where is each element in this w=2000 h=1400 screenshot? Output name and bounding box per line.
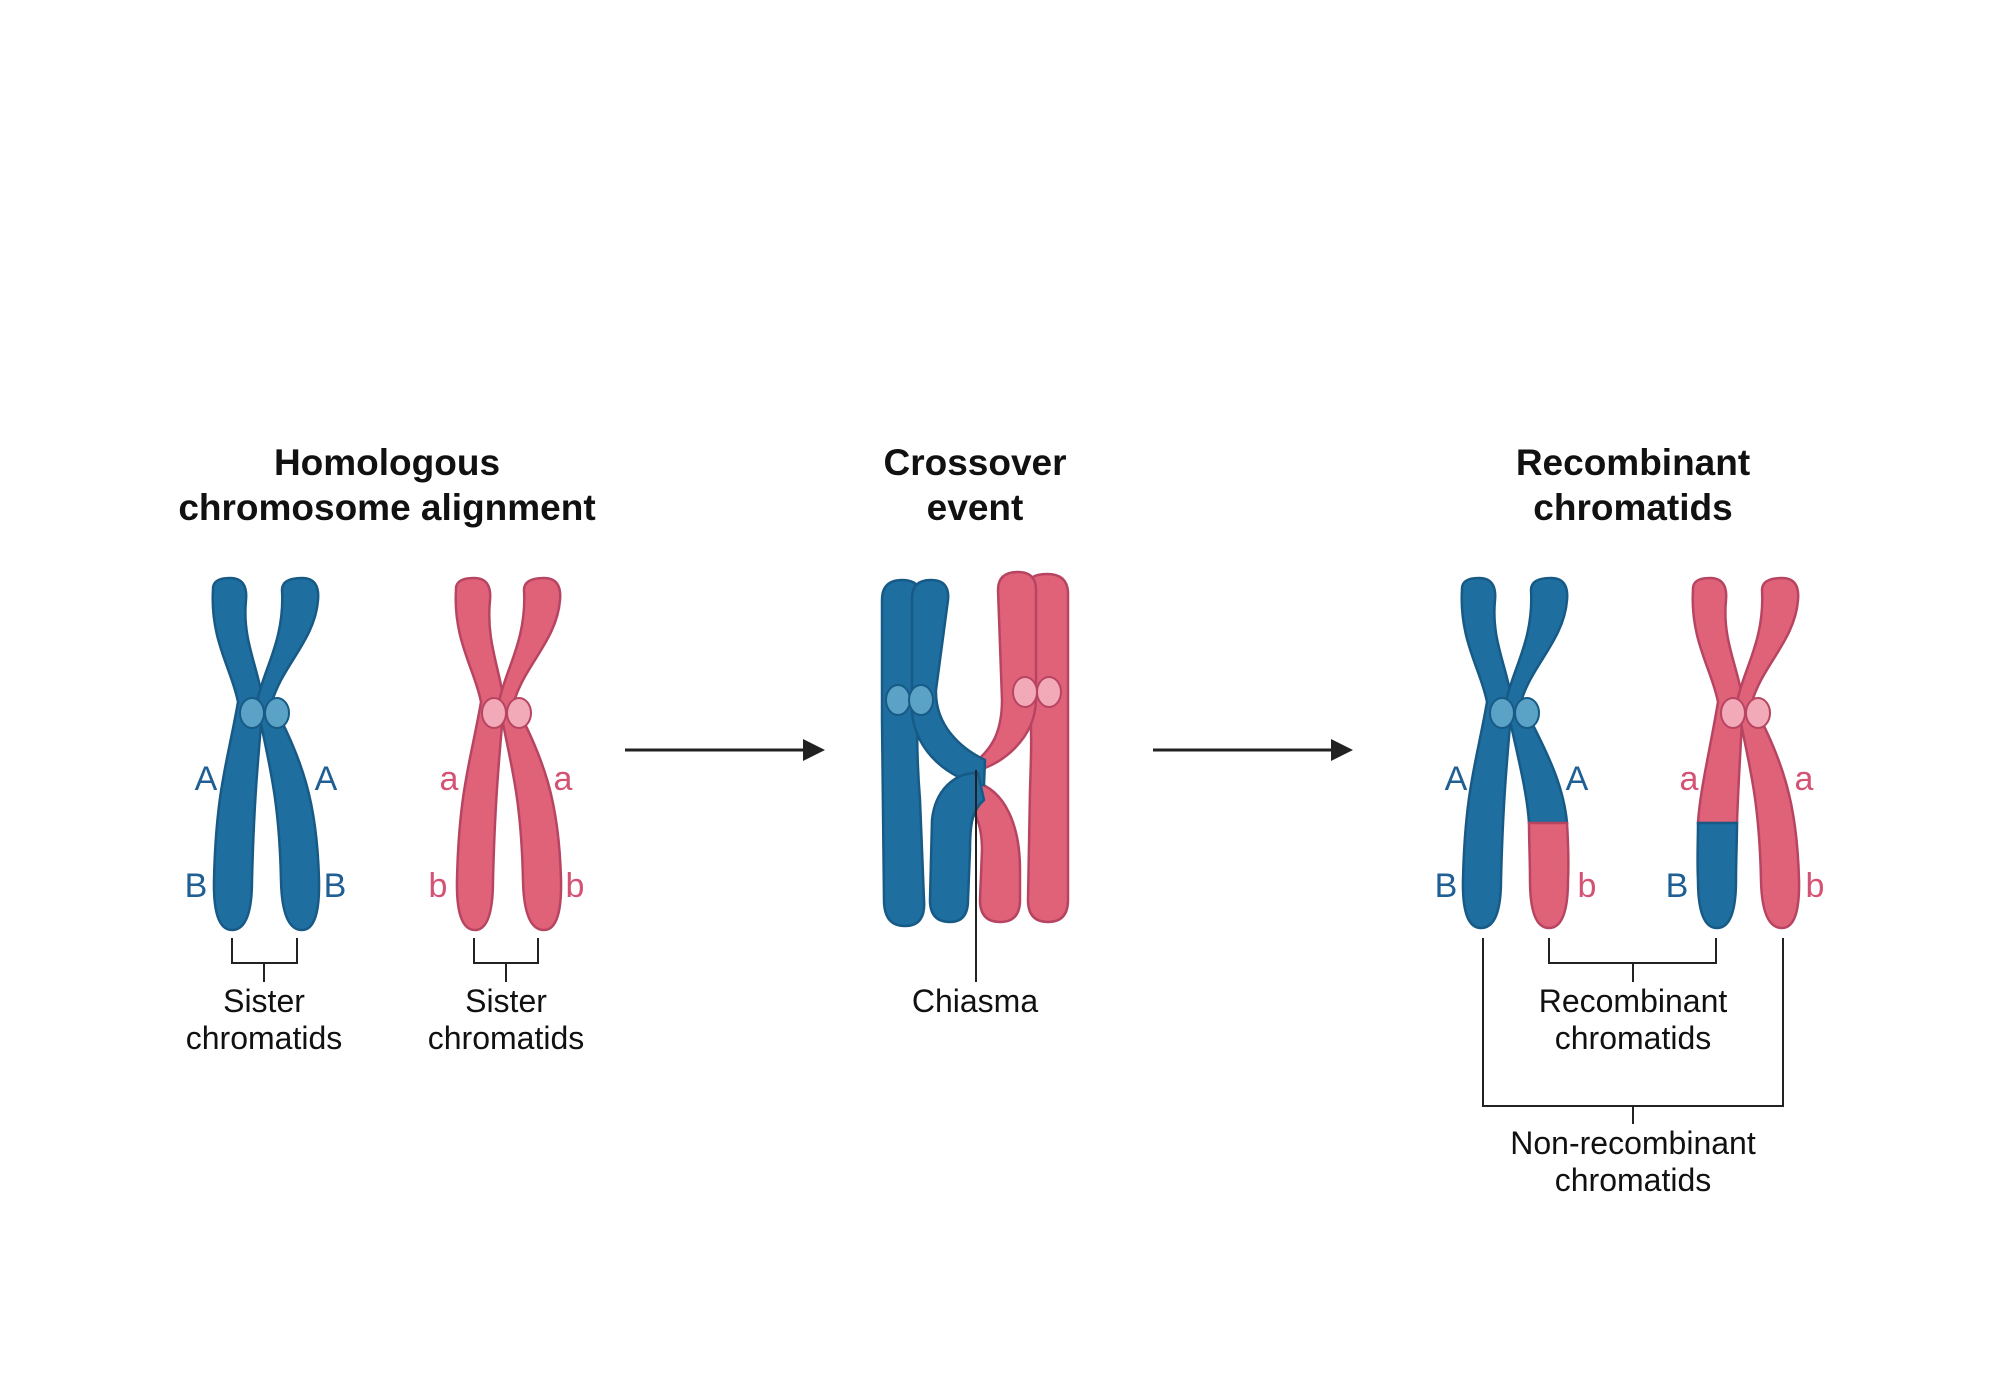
recombinant-bracket xyxy=(1548,938,1717,982)
recombinant-title-line2: chromatids xyxy=(1533,487,1732,528)
nonrecombinant-caption-line1: Non-recombinant xyxy=(1510,1125,1756,1161)
pink-sister-bracket xyxy=(473,938,539,982)
blue-centromere-left xyxy=(239,697,265,729)
blue-inner-chromatid-lower xyxy=(928,771,986,924)
recombinant-caption-line1: Recombinant xyxy=(1539,983,1728,1019)
pink-chromatid-right-body xyxy=(497,576,563,932)
blue-chromatid-right-body xyxy=(255,576,321,932)
blue-chromatid-left-body xyxy=(211,576,265,932)
pink-centromere-left xyxy=(1012,676,1038,708)
rec-blue-allele-b-right: b xyxy=(1578,867,1597,905)
pink-sister-caption-line1: Sister xyxy=(465,983,547,1019)
blue-inner-chromatid-upper xyxy=(910,578,987,787)
chiasma-label: Chiasma xyxy=(912,983,1038,1019)
rec-pink-allele-b-left: B xyxy=(1666,867,1689,905)
blue-centromere-right xyxy=(1514,697,1540,729)
rec-blue-allele-b-left: B xyxy=(1435,867,1458,905)
pink-chromatid-left-body xyxy=(454,576,506,932)
blue-centromere-left xyxy=(1489,697,1515,729)
pink-centromere-right xyxy=(1036,676,1062,708)
blue-allele-a-right: A xyxy=(315,760,338,798)
pink-allele-a-left: a xyxy=(440,760,459,798)
recombinant-panel: Recombinant chromatids A A B b a a B b xyxy=(1435,442,1825,1198)
rec-blue-allele-a-right: A xyxy=(1566,760,1589,798)
pink-centromere-left xyxy=(481,697,507,729)
rec-pink-allele-a-left: a xyxy=(1680,760,1699,798)
pink-centromere-right xyxy=(506,697,532,729)
nonrecombinant-bracket xyxy=(1482,938,1784,1124)
blue-sister-caption-line1: Sister xyxy=(223,983,305,1019)
pink-segment-on-blue xyxy=(1527,821,1570,930)
blue-allele-a-left: A xyxy=(195,760,218,798)
pink-centromere-right xyxy=(1745,697,1771,729)
alignment-panel: Homologous chromosome alignment A A B B … xyxy=(178,442,595,1056)
pink-right-chromatid xyxy=(1735,576,1801,930)
pink-inner-chromatid-lower xyxy=(955,780,1022,924)
blue-allele-b-left: B xyxy=(185,867,208,905)
recombinant-title-line1: Recombinant xyxy=(1516,442,1750,483)
blue-segment-on-pink xyxy=(1696,821,1739,930)
pink-sister-caption-line2: chromatids xyxy=(428,1020,585,1056)
blue-centromere-right xyxy=(264,697,290,729)
nonrecombinant-caption-line2: chromatids xyxy=(1555,1162,1712,1198)
blue-sister-caption-line2: chromatids xyxy=(186,1020,343,1056)
alignment-title-line2: chromosome alignment xyxy=(178,487,595,528)
blue-centromere-right xyxy=(908,684,934,716)
pink-left-chromatid-upper xyxy=(1691,576,1745,825)
rec-blue-allele-a-left: A xyxy=(1445,760,1468,798)
pink-allele-a-right: a xyxy=(554,760,573,798)
blue-right-chromatid-upper xyxy=(1504,576,1569,825)
blue-chromosome: A A B B xyxy=(185,576,347,932)
crossover-title-line1: Crossover xyxy=(883,442,1066,483)
blue-sister-bracket xyxy=(231,938,298,982)
blue-allele-b-right: B xyxy=(324,867,347,905)
blue-centromere-left xyxy=(885,684,911,716)
pink-inner-chromatid-upper xyxy=(964,570,1038,772)
arrow-2 xyxy=(1153,739,1353,761)
pink-allele-b-right: b xyxy=(566,867,585,905)
blue-left-chromatid xyxy=(1460,576,1514,930)
pink-chromosome: a a b b xyxy=(429,576,585,932)
rec-pink-allele-b-right: b xyxy=(1806,867,1825,905)
recombinant-blue-chromosome: A A B b xyxy=(1435,576,1597,930)
alignment-title-line1: Homologous xyxy=(274,442,500,483)
pink-centromere-left xyxy=(1720,697,1746,729)
crossover-title-line2: event xyxy=(927,487,1024,528)
recombinant-pink-chromosome: a a B b xyxy=(1666,576,1825,930)
recombinant-caption-line2: chromatids xyxy=(1555,1020,1712,1056)
arrow-1 xyxy=(625,739,825,761)
pink-allele-b-left: b xyxy=(429,867,448,905)
rec-pink-allele-a-right: a xyxy=(1795,760,1814,798)
crossover-panel: Crossover event Chiasma xyxy=(880,442,1070,1019)
